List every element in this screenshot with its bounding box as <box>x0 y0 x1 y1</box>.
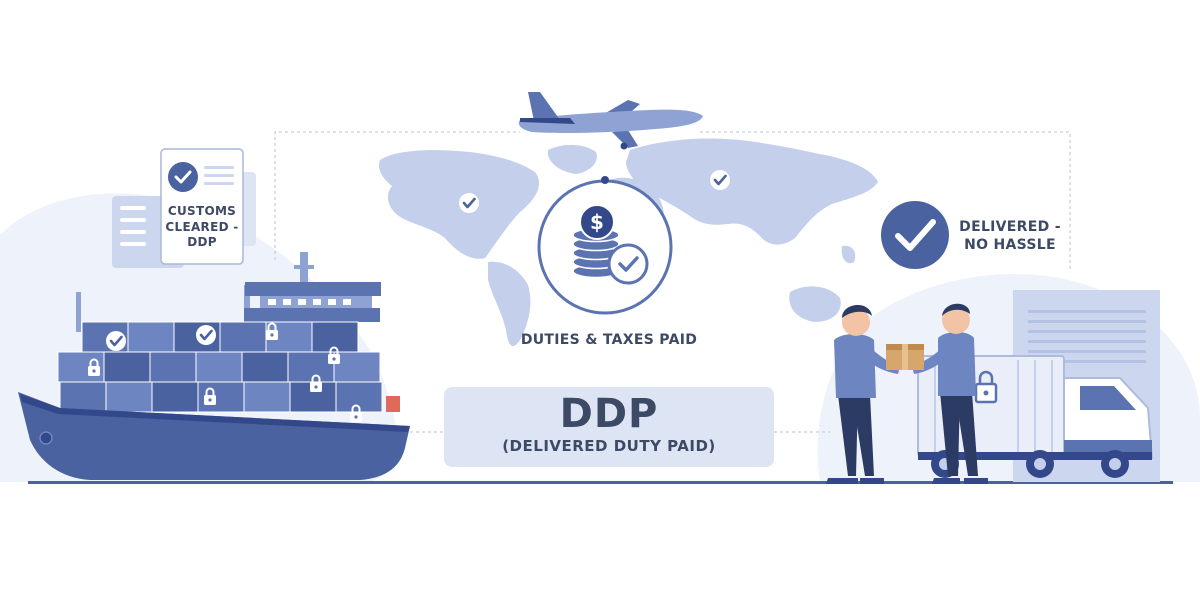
svg-text:$: $ <box>590 210 604 234</box>
dashed-connectors <box>274 131 1071 433</box>
ground-line <box>28 481 1173 484</box>
map-check-asia-icon <box>708 168 732 192</box>
duties-taxes-label: DUTIES & TAXES PAID <box>520 332 698 348</box>
delivered-check-circle-icon <box>881 201 949 269</box>
duties-check-circle-icon <box>607 243 649 285</box>
ddp-banner: DDP (DELIVERED DUTY PAID) <box>444 387 774 467</box>
dollar-coins-icon: $ <box>572 204 620 279</box>
map-check-americas-icon <box>457 191 481 215</box>
customs-cleared-label: CUSTOMS CLEARED - DDP <box>165 204 239 250</box>
checklist-document-icon <box>112 148 256 268</box>
container-ship-icon <box>18 252 410 480</box>
ddp-subtitle: (DELIVERED DUTY PAID) <box>502 437 716 455</box>
ddp-title: DDP <box>559 391 659 437</box>
airplane-icon <box>518 92 703 150</box>
delivered-no-hassle-label: DELIVERED - NO HASSLE <box>959 219 1061 254</box>
handover-people-icon <box>826 303 988 484</box>
